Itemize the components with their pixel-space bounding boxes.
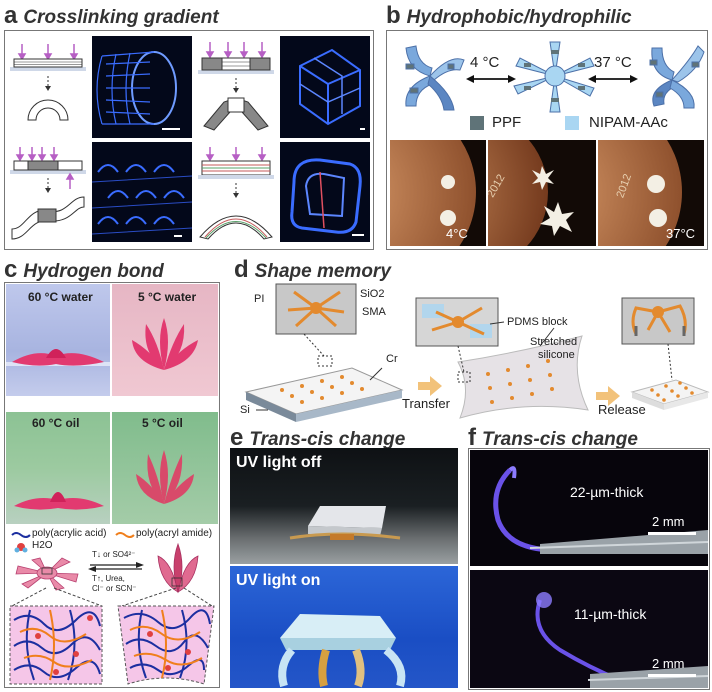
panel-c-frame [4, 282, 220, 688]
panel-letter: c [4, 256, 18, 283]
legend-ppf-label: PPF [492, 114, 522, 131]
scale-bar-1 [648, 532, 696, 535]
legend-ppf-swatch [470, 116, 484, 130]
label-11um: 11-µm-thick [574, 606, 647, 622]
photo-cold-water: 5 °C water [112, 284, 218, 396]
panel-title-text: Hydrophobic/hydrophilic [406, 7, 632, 28]
panel-title-text: Trans-cis change [482, 429, 638, 450]
scale-bar-label-1: 2 mm [652, 514, 685, 529]
shape-memory-schematic [244, 283, 710, 422]
label-release: Release [598, 402, 646, 417]
photo-uv-off: UV light off [230, 448, 458, 564]
panel-title-text: Hydrogen bond [23, 261, 164, 282]
label-pi: PI [254, 293, 265, 305]
panel-a-frame [4, 30, 374, 250]
label-22um: 22-µm-thick [570, 484, 644, 500]
flat-flower-schematic [15, 557, 79, 591]
temperature-cold-label: 4 °C [470, 54, 500, 71]
double-arrow-hot [588, 75, 638, 83]
scale-bar-label-2: 2 mm [652, 656, 685, 671]
panel-title-text: Trans-cis change [249, 429, 406, 450]
closed-flower-schematic [157, 542, 199, 594]
label-uv-off: UV light off [236, 454, 322, 471]
fluorescent-cylinder-image [92, 36, 192, 138]
arrow-forward-label: T↓ or SO4²⁻ [92, 550, 136, 559]
coin-temp-cold: 4°C [446, 226, 468, 241]
crosslink-schematic-1 [10, 44, 86, 121]
legend-paam-label: poly(acryl amide) [136, 528, 213, 539]
crosslink-schematic-4 [198, 147, 274, 240]
label-sio2: SiO2 [360, 288, 385, 300]
panel-f-frame [468, 448, 710, 690]
label-transfer: Transfer [402, 396, 450, 411]
photo-22um: 22-µm-thick 2 mm [470, 450, 708, 566]
polymer-network-flat [9, 605, 103, 685]
reversible-arrows [88, 562, 144, 572]
water-molecule-icon [14, 543, 28, 553]
double-arrow-cold [466, 75, 516, 83]
label-cold-water: 5 °C water [138, 290, 197, 304]
temperature-hot-label: 37 °C [594, 54, 632, 71]
zoom-lines [11, 587, 213, 607]
coin-temp-hot: 37°C [666, 226, 696, 241]
label-uv-on: UV light on [236, 572, 321, 589]
photo-uv-on: UV light on [230, 566, 458, 688]
polymer-network-curved [117, 605, 215, 685]
legend-paam-line [115, 532, 135, 538]
crosslink-schematic-3 [198, 42, 274, 131]
panel-letter: a [4, 2, 18, 29]
panel-letter: f [468, 424, 476, 451]
label-pdms-block: PDMS block [507, 316, 568, 328]
panel-f-title: f Trans-cis change [468, 424, 638, 452]
label-cr: Cr [386, 353, 398, 365]
crosslink-schematic-2 [10, 147, 86, 240]
legend-paa-label: poly(acrylic acid) [32, 528, 107, 539]
panel-letter: e [230, 424, 244, 451]
fluorescent-spiral-image [280, 142, 370, 242]
photo-cold-oil: 5 °C oil [112, 412, 218, 524]
open-star-gripper-illustration [513, 41, 595, 113]
fluorescent-lattice-image [92, 142, 192, 242]
panel-title-text: Crosslinking gradient [23, 7, 219, 28]
legend-nipam-label: NIPAM-AAc [589, 114, 668, 131]
panel-title-text: Shape memory [254, 261, 391, 282]
legend-paa-line [11, 532, 31, 538]
label-si: Si [240, 404, 250, 416]
label-hot-water: 60 °C water [28, 290, 93, 304]
panel-letter: b [386, 2, 401, 29]
coin-photo-open: 2012 [488, 140, 596, 246]
legend-nipam-swatch [565, 116, 579, 130]
label-stretched: Stretched [530, 336, 578, 348]
label-sma: SMA [362, 306, 386, 318]
legend-water-label: H2O [32, 540, 53, 551]
panel-letter: d [234, 256, 249, 283]
photo-hot-oil: 60 °C oil [6, 412, 110, 524]
closed-gripper-hot-illustration [649, 45, 705, 109]
coin-photo-cold: 4°C [390, 140, 486, 246]
photo-hot-water: 60 °C water [6, 284, 110, 396]
label-hot-oil: 60 °C oil [32, 416, 80, 430]
scale-bar-2 [648, 674, 696, 677]
closed-gripper-cold-illustration [405, 45, 465, 111]
arrow-back-label-1: T↑, Urea, [92, 574, 125, 583]
panel-b-frame [386, 30, 708, 250]
label-cold-oil: 5 °C oil [142, 416, 183, 430]
photo-11um: 11-µm-thick 2 mm [470, 570, 708, 688]
coin-photo-hot: 2012 37°C [598, 140, 704, 246]
label-silicone: silicone [538, 349, 575, 361]
fluorescent-cube-image [280, 36, 370, 138]
arrow-back-label-2: Cl⁻ or SCN⁻ [92, 584, 137, 593]
